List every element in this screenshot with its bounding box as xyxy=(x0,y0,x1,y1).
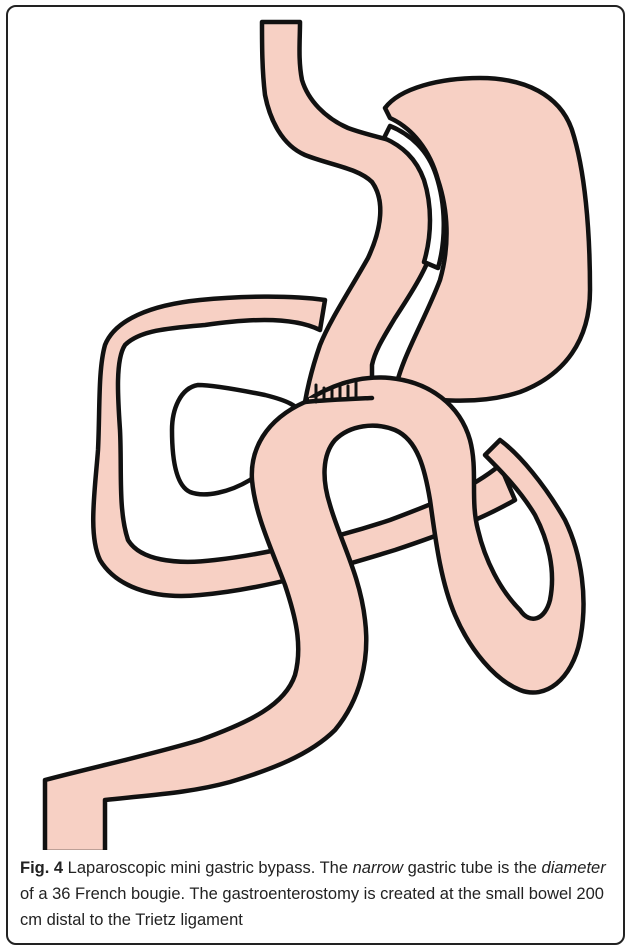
caption-label: Fig. 4 xyxy=(20,859,63,877)
small-bowel-front-loop xyxy=(45,377,584,850)
mini-gastric-bypass-illustration xyxy=(0,0,635,850)
figure-caption: Fig. 4 Laparoscopic mini gastric bypass.… xyxy=(20,855,616,933)
caption-emphasis-diameter: diameter xyxy=(542,859,606,877)
caption-text-2: gastric tube is the xyxy=(403,859,542,877)
caption-text-3: of a 36 French bougie. The gastroenteros… xyxy=(20,885,604,929)
caption-emphasis-narrow: narrow xyxy=(353,859,403,877)
caption-text-1: Laparoscopic mini gastric bypass. The xyxy=(63,859,353,877)
